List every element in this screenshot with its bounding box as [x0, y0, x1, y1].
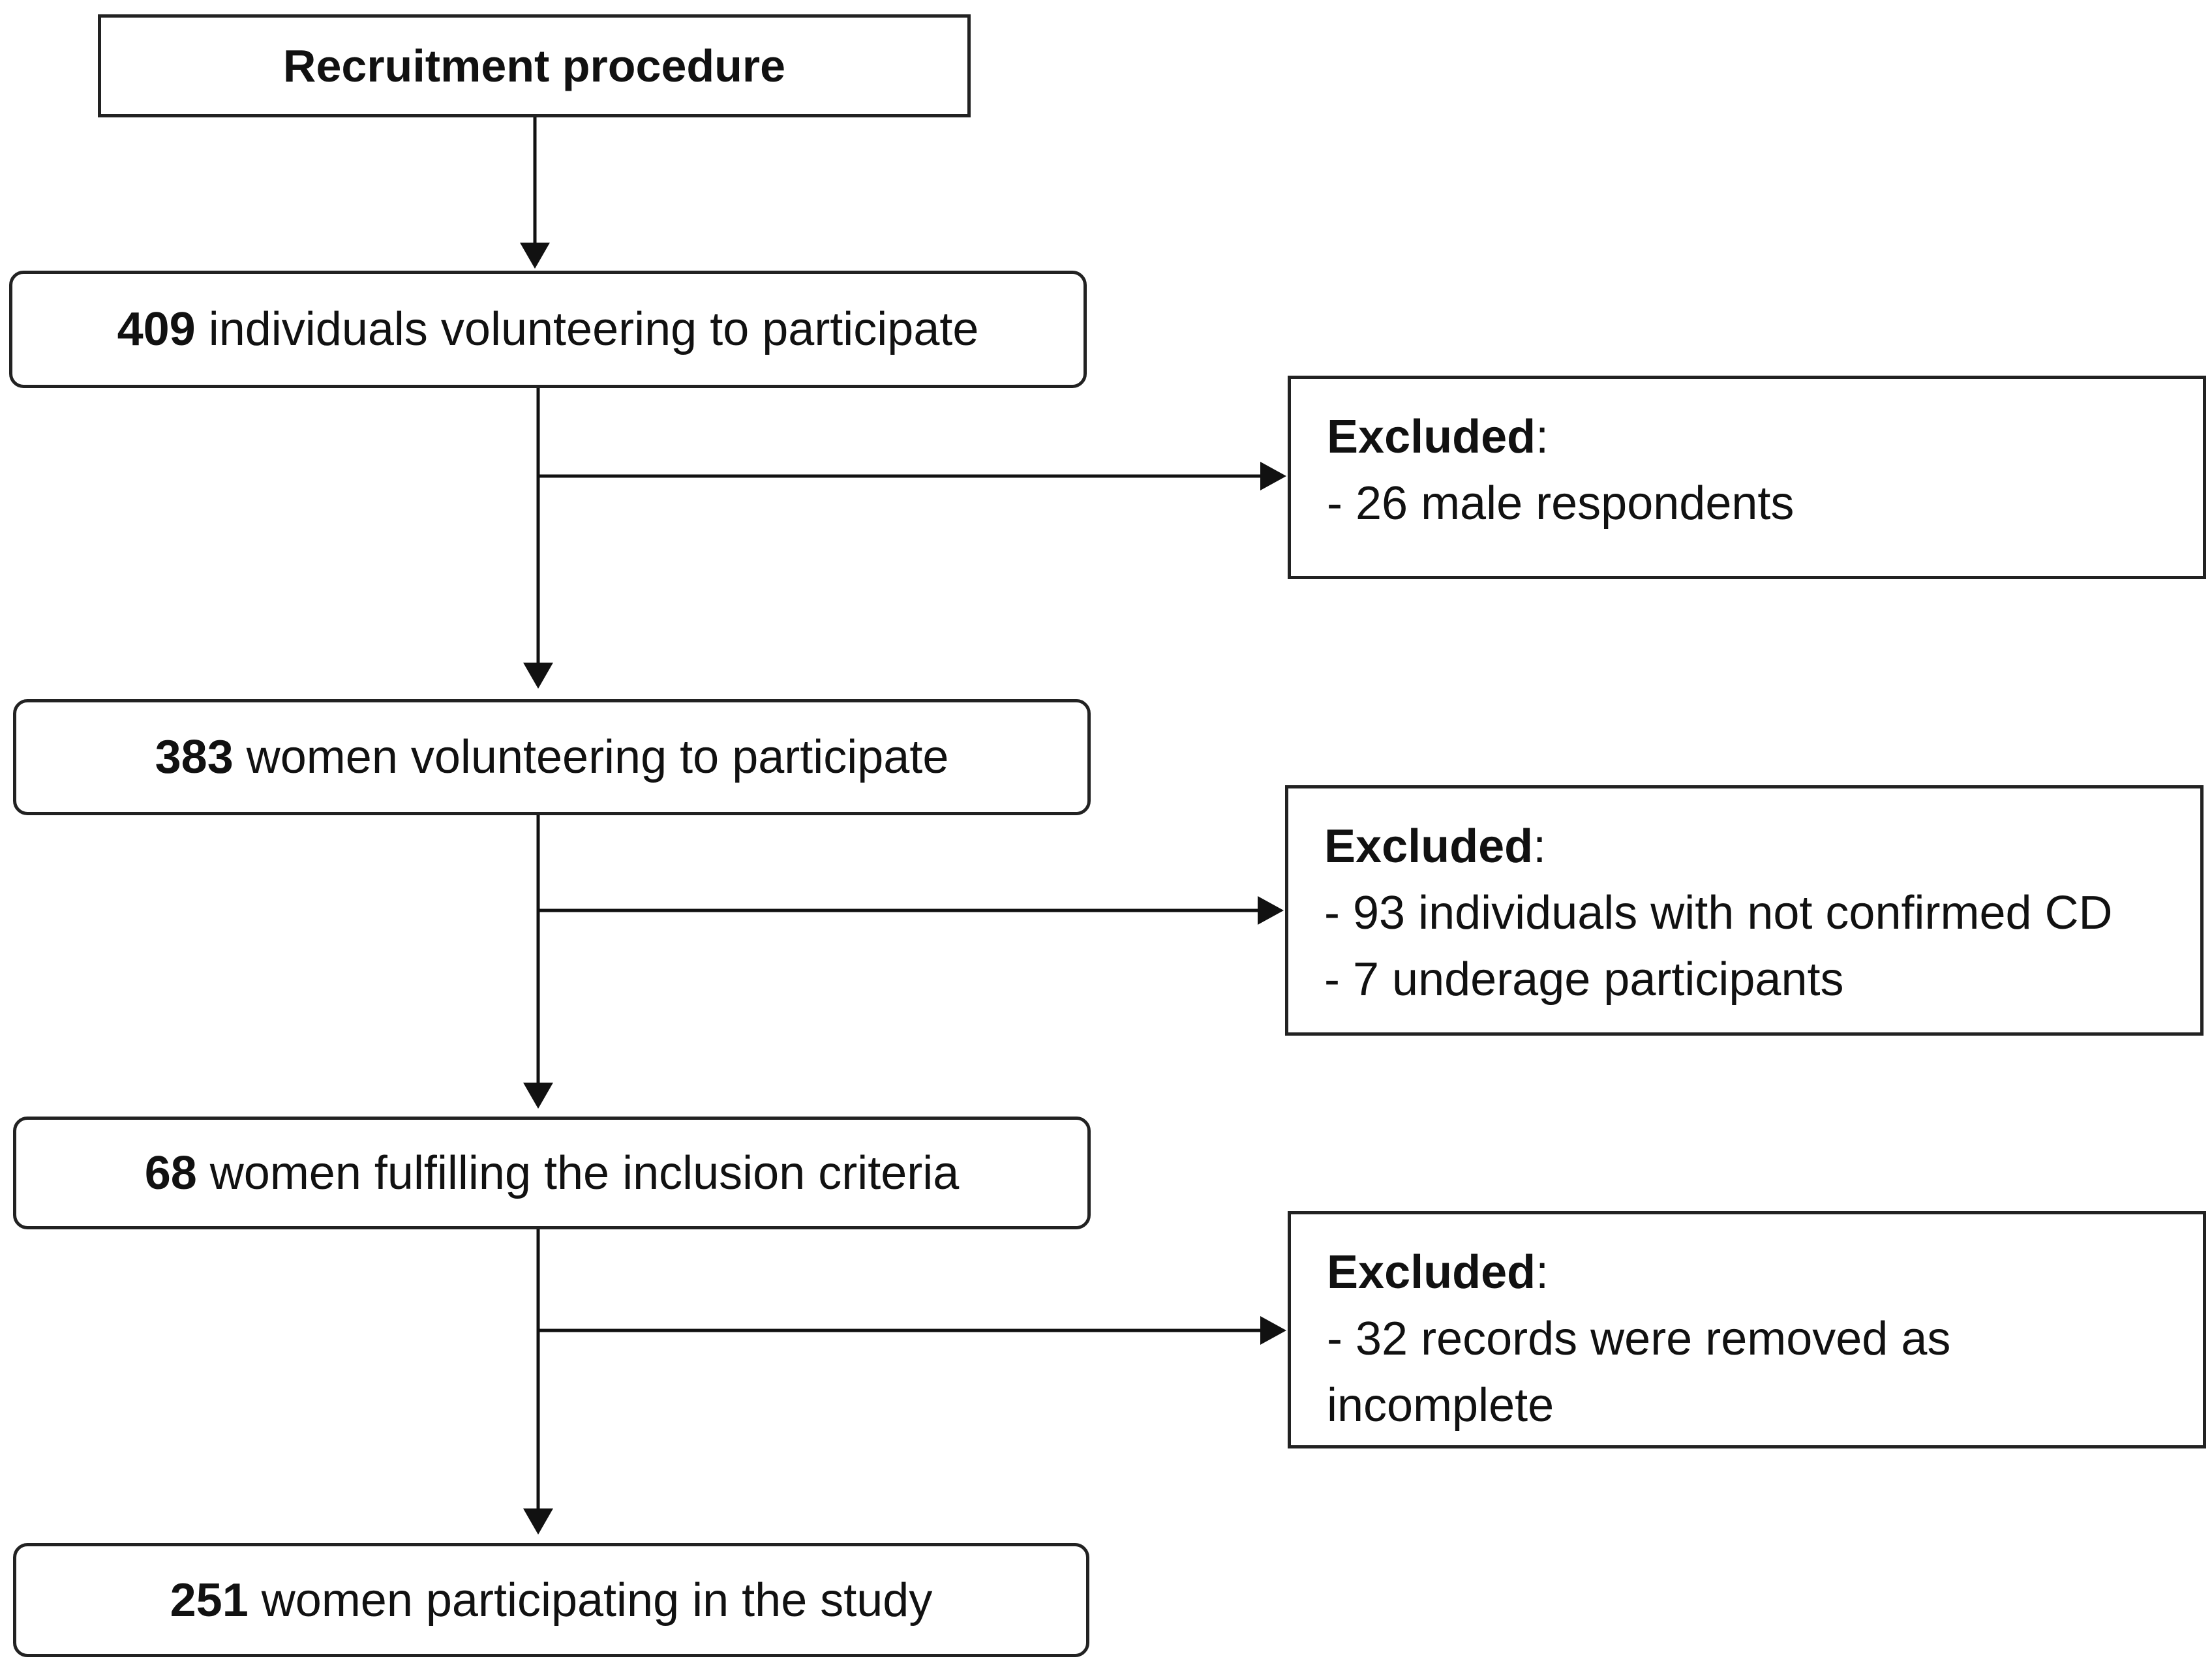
step-box-68: 68 women fulfilling the inclusion criter…	[13, 1117, 1091, 1229]
arrowhead-down-2	[523, 663, 553, 689]
exclusion-box-1: Excluded: - 26 male respondents	[1288, 376, 2206, 579]
exclusion-item: - 32 records were removed as incomplete	[1327, 1313, 1951, 1432]
exclusion-item: - 93 individuals with not confirmed CD	[1324, 887, 2113, 939]
exclusion-box-2: Excluded: - 93 individuals with not conf…	[1285, 785, 2204, 1036]
step-box-251: 251 women participating in the study	[13, 1543, 1089, 1657]
arrowhead-down-3	[523, 1083, 553, 1109]
exclusion-heading: Excluded:	[1327, 1246, 1549, 1298]
arrowhead-right-1	[1260, 462, 1286, 490]
step-label: women volunteering to participate	[233, 731, 949, 783]
exclusion-item: - 7 underage participants	[1324, 953, 1844, 1006]
title-box: Recruitment procedure	[98, 14, 971, 117]
step-text: 251 women participating in the study	[170, 1574, 933, 1627]
arrowhead-down-4	[523, 1508, 553, 1535]
exclusion-heading: Excluded:	[1324, 820, 1547, 873]
exclusion-box-3: Excluded: - 32 records were removed as i…	[1288, 1211, 2206, 1448]
arrowhead-right-2	[1258, 896, 1284, 925]
step-text: 383 women volunteering to participate	[155, 730, 949, 784]
step-count: 409	[117, 303, 196, 355]
exclusion-item: - 26 male respondents	[1327, 477, 1795, 530]
step-label: women fulfilling the inclusion criteria	[196, 1147, 960, 1199]
step-box-383: 383 women volunteering to participate	[13, 699, 1091, 815]
step-count: 68	[144, 1147, 197, 1199]
step-label: individuals volunteering to participate	[195, 303, 979, 355]
step-text: 409 individuals volunteering to particip…	[117, 303, 979, 356]
step-count: 383	[155, 731, 234, 783]
step-label: women participating in the study	[248, 1574, 933, 1627]
exclusion-heading: Excluded:	[1327, 411, 1549, 463]
step-box-409: 409 individuals volunteering to particip…	[9, 271, 1087, 388]
arrowhead-right-3	[1260, 1316, 1286, 1345]
title: Recruitment procedure	[282, 40, 786, 91]
step-count: 251	[170, 1574, 249, 1627]
arrowhead-down-1	[520, 243, 550, 269]
step-text: 68 women fulfilling the inclusion criter…	[145, 1147, 960, 1200]
